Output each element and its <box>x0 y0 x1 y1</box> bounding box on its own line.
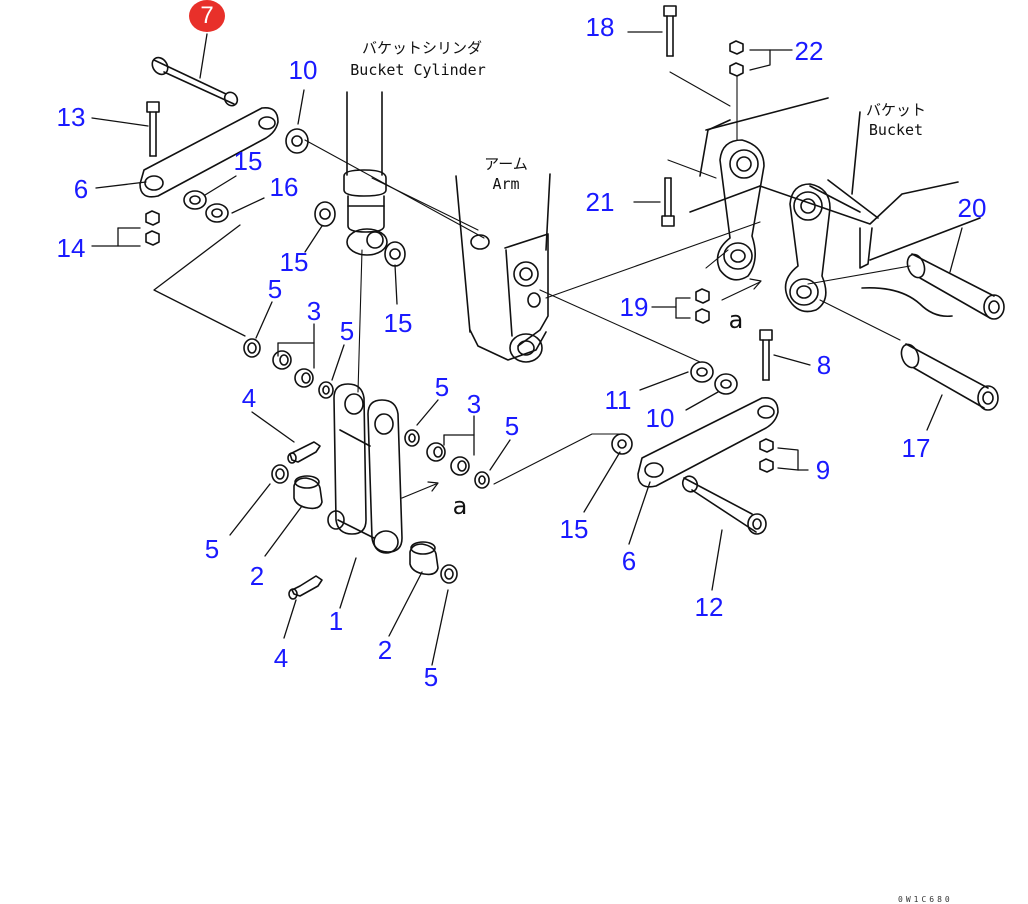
bolt-18-nuts-22 <box>663 5 744 77</box>
callout-1[interactable]: 1 <box>328 606 344 636</box>
callout-6[interactable]: 6 <box>621 546 637 576</box>
bucket-cylinder-label-en: Bucket Cylinder <box>350 61 486 79</box>
bucket-label-en: Bucket <box>868 121 924 139</box>
callout-19[interactable]: 19 <box>619 292 649 322</box>
bolt-21 <box>661 177 675 227</box>
callout-4[interactable]: 4 <box>241 383 257 413</box>
callout-15[interactable]: 15 <box>279 247 309 277</box>
callout-21[interactable]: 21 <box>585 187 615 217</box>
nuts-19 <box>695 288 710 324</box>
pins-17-20 <box>900 253 1005 411</box>
washers-upper-left <box>183 128 406 267</box>
leader-lines <box>91 31 963 666</box>
arm <box>455 173 551 363</box>
callout-5[interactable]: 5 <box>267 274 283 304</box>
callout-5[interactable]: 5 <box>423 662 439 692</box>
pin-7 <box>151 56 239 107</box>
callout-2[interactable]: 2 <box>249 561 265 591</box>
callout-8[interactable]: 8 <box>816 350 832 380</box>
seals-and-spacers <box>243 338 490 584</box>
callout-2[interactable]: 2 <box>377 635 393 665</box>
grease-fittings-4 <box>287 441 323 600</box>
washers-right <box>611 361 738 455</box>
link-1 <box>327 383 403 554</box>
bolt-13 <box>146 101 160 157</box>
arm-label-en: Arm <box>492 175 520 193</box>
bolt-8-nuts-9 <box>759 329 774 473</box>
callout-15[interactable]: 15 <box>559 514 589 544</box>
bucket-cylinder-label-jp: バケットシリンダ <box>361 39 483 57</box>
highlighted-part-badge: 7 <box>189 0 225 32</box>
reference-mark-a-right: a <box>728 306 744 334</box>
bushings-2 <box>293 475 439 576</box>
callout-5[interactable]: 5 <box>434 372 450 402</box>
reference-arrows <box>401 278 762 499</box>
callout-14[interactable]: 14 <box>56 233 86 263</box>
assembly-lines <box>304 71 911 485</box>
callout-10[interactable]: 10 <box>645 403 675 433</box>
reference-mark-a-left: a <box>452 492 468 520</box>
callout-9[interactable]: 9 <box>815 455 831 485</box>
callout-16[interactable]: 16 <box>269 172 299 202</box>
callout-10[interactable]: 10 <box>288 55 318 85</box>
callout-12[interactable]: 12 <box>694 592 724 622</box>
callout-5[interactable]: 5 <box>339 316 355 346</box>
callout-15[interactable]: 15 <box>233 146 263 176</box>
link-6-upper <box>139 106 279 198</box>
pin-12 <box>681 475 767 535</box>
nuts-14 <box>145 210 160 246</box>
callout-4[interactable]: 4 <box>273 643 289 673</box>
callout-11[interactable]: 11 <box>604 385 632 415</box>
callout-13[interactable]: 13 <box>56 102 86 132</box>
callout-3[interactable]: 3 <box>466 389 482 419</box>
callout-3[interactable]: 3 <box>306 296 322 326</box>
bucket-cylinder <box>343 91 388 256</box>
callout-15[interactable]: 15 <box>383 308 413 338</box>
drawing-code: 0W1C680 <box>898 895 953 904</box>
link-6-lower <box>637 396 779 488</box>
bucket <box>689 97 981 318</box>
bucket-label-jp: バケット <box>865 101 927 119</box>
callout-18[interactable]: 18 <box>585 12 615 42</box>
callout-17[interactable]: 17 <box>901 433 931 463</box>
callout-6[interactable]: 6 <box>73 174 89 204</box>
callout-20[interactable]: 20 <box>957 193 987 223</box>
callout-5[interactable]: 5 <box>504 411 520 441</box>
arm-label-jp: アーム <box>484 155 528 173</box>
bucket-brackets <box>716 139 831 313</box>
callout-22[interactable]: 22 <box>794 36 824 66</box>
callout-5[interactable]: 5 <box>204 534 220 564</box>
